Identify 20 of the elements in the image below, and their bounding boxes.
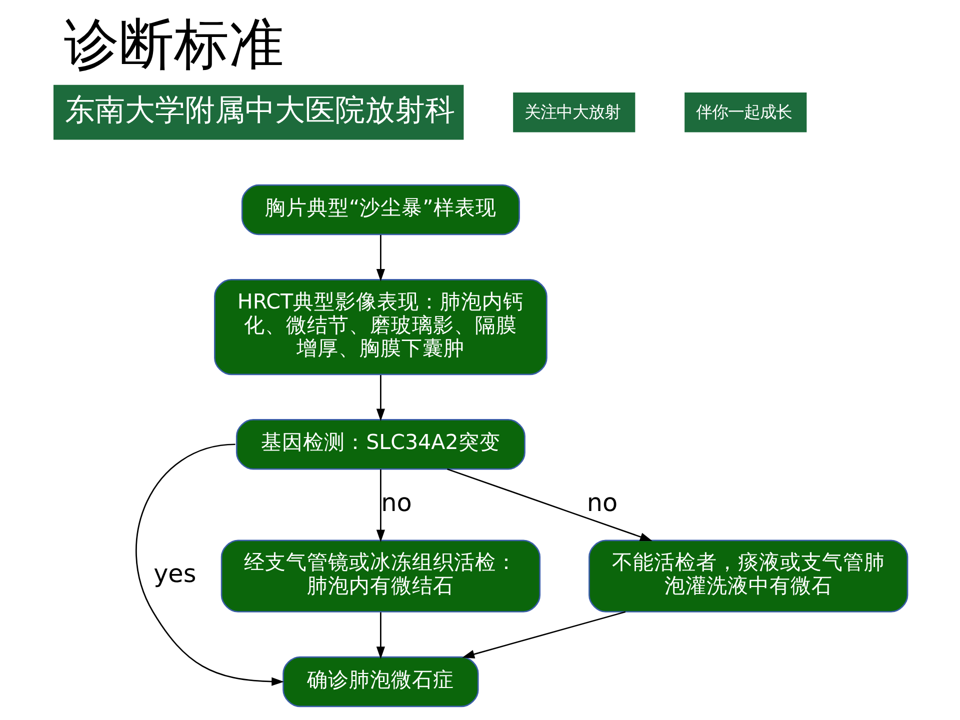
node-box: 确诊肺泡微石症 [282, 656, 478, 708]
arrow [376, 375, 385, 422]
arrow [376, 612, 385, 659]
label: 伴你一起成长 [696, 102, 792, 122]
arrow [462, 611, 626, 658]
node-box: HRCT典型影像表现：肺泡内钙化、微结节、磨玻璃影、隔膜增厚、胸膜下囊肿 [214, 279, 547, 376]
label: 关注中大放射 [524, 102, 620, 122]
label: 东南大学附属中大医院放射科 [64, 93, 455, 128]
node-box: 基因检测：SLC34A2突变 [235, 419, 525, 470]
diagram-title: 诊断标准 [64, 12, 284, 76]
edge-label: yes [153, 559, 196, 588]
arrow [135, 444, 284, 686]
node-box: 经支气管镜或冰冻组织活检：肺泡内有微结石 [220, 540, 540, 612]
node-box: 胸片典型“沙尘暴”样表现 [240, 184, 520, 236]
edge-label: no [586, 488, 618, 517]
arrow [376, 469, 385, 542]
arrow [376, 234, 385, 282]
arrow [446, 468, 652, 542]
edge-label: no [380, 488, 412, 517]
node-box: 不能活检者，痰液或支气管肺泡灌洗液中有微石 [588, 540, 908, 612]
